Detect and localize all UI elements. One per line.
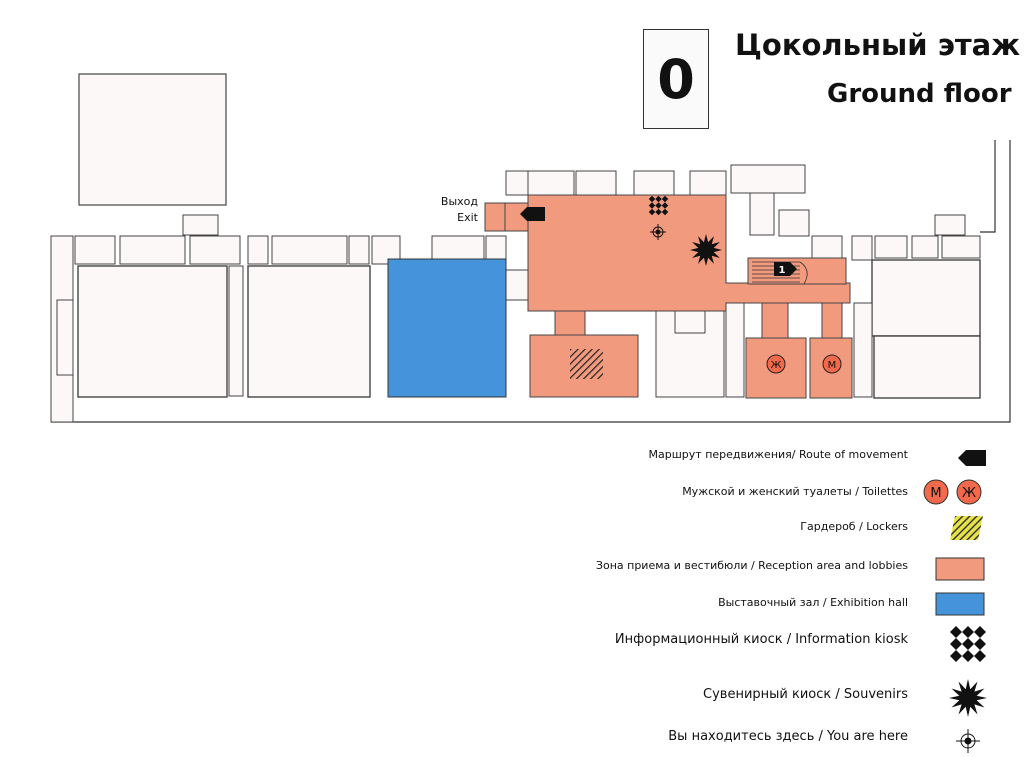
legend-label-you-are-here: Вы находитесь здесь / You are here <box>668 729 908 744</box>
left-wing <box>50 235 529 423</box>
legend-toilet-female-icon: Ж <box>956 479 982 505</box>
exit-label-ru: Выход <box>440 195 478 208</box>
info-kiosk-marker <box>648 195 669 216</box>
legend-diamond-grid-icon <box>950 626 986 662</box>
exhibition-hall <box>387 258 507 398</box>
legend-arrow-icon <box>958 450 986 466</box>
souvenir-marker <box>690 234 722 266</box>
svg-text:М: М <box>930 486 941 501</box>
right-wing <box>851 214 981 399</box>
reception-area <box>484 194 853 399</box>
svg-text:Ж: Ж <box>962 486 976 501</box>
legend-label-route: Маршрут передвижения/ Route of movement <box>648 448 908 461</box>
svg-text:Ж: Ж <box>771 360 782 371</box>
legend-label-toilets: Мужской и женский туалеты / Toilettes <box>682 485 908 498</box>
floor-number-badge: 0 <box>643 29 709 129</box>
legend-reception-swatch <box>935 557 985 581</box>
legend-label-lockers: Гардероб / Lockers <box>800 520 908 533</box>
exit-label-en: Exit <box>457 211 478 224</box>
central-top-alcoves <box>505 164 843 261</box>
legend-star-icon <box>949 679 987 717</box>
page-title-ru: Цокольный этаж <box>735 28 1021 62</box>
you-are-here-marker <box>650 224 666 240</box>
legend-label-souvenirs: Сувенирный киоск / Souvenirs <box>703 687 908 702</box>
legend-exhibition-swatch <box>935 592 985 616</box>
stair-number: 1 <box>779 265 786 276</box>
legend-toilet-male-icon: М <box>923 479 949 505</box>
toilet-female-marker: Ж <box>766 354 786 374</box>
toilet-male-marker: М <box>822 354 842 374</box>
annex-room <box>78 73 227 206</box>
page-title-en: Ground floor <box>827 79 1012 109</box>
legend-label-reception: Зона приема и вестибюли / Reception area… <box>595 559 908 572</box>
legend-label-exhibition: Выставочный зал / Exhibition hall <box>718 596 908 609</box>
legend-crosshair-icon <box>956 729 980 753</box>
building-outline <box>51 140 1011 423</box>
route-arrow <box>520 207 545 221</box>
stair-marker <box>774 262 797 276</box>
svg-text:М: М <box>828 360 837 371</box>
central-lower-rooms <box>655 302 745 398</box>
legend-hatched-icon <box>950 516 983 540</box>
legend-label-info-kiosk: Информационный киоск / Information kiosk <box>614 632 908 647</box>
lockers-marker <box>570 349 603 379</box>
annex-corridor <box>182 214 219 236</box>
